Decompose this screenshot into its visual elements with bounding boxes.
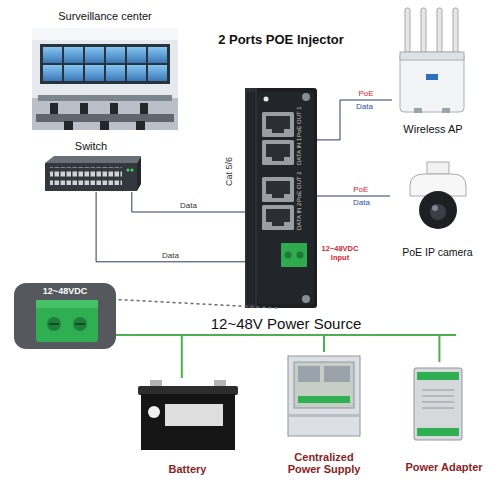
power-adapter: Power Adapter bbox=[398, 362, 490, 474]
power-supply: Centralized Power Supply bbox=[278, 352, 370, 476]
connector bbox=[132, 192, 245, 212]
connector bbox=[96, 192, 245, 262]
edge-label: PoE bbox=[353, 186, 368, 194]
node-label: Wireless AP bbox=[392, 123, 474, 136]
node-text-holder: Battery bbox=[130, 463, 245, 476]
power-source-band: 12~48V Power Source bbox=[116, 314, 456, 336]
node-text-holder: 2 Ports POE Injector bbox=[218, 33, 344, 48]
node-label: Centralized Power Supply bbox=[278, 451, 370, 476]
surveillance-center: Surveillance center bbox=[30, 10, 180, 132]
node-text-holder: Centralized Power Supply bbox=[278, 451, 370, 476]
control-room-photo bbox=[32, 28, 178, 130]
power-adapter-illustration bbox=[414, 368, 462, 440]
connector bbox=[317, 100, 392, 140]
node-label: Switch bbox=[40, 140, 142, 153]
power-supply-illustration bbox=[288, 356, 360, 436]
poe-injector: 2 Ports POE Injector bbox=[245, 88, 317, 308]
vertical-label: DATA IN 2 bbox=[296, 203, 302, 230]
edge-label: Data bbox=[162, 252, 179, 260]
camera-illustration bbox=[410, 162, 466, 229]
node-label: 12~48V Power Source bbox=[116, 315, 456, 332]
connector bbox=[438, 336, 440, 362]
wireless-ap: Wireless AP bbox=[392, 6, 474, 136]
terminal-zoom: 12~48VDC bbox=[14, 283, 116, 349]
node-label: Battery bbox=[130, 463, 245, 476]
text-label: Data bbox=[353, 199, 370, 207]
node-text-holder: PoE IP camera bbox=[390, 246, 485, 258]
node-text-holder: Power Adapter bbox=[398, 461, 490, 474]
node-label: 2 Ports POE Injector bbox=[218, 33, 344, 48]
vertical-label: DATA IN 1 bbox=[296, 138, 302, 165]
vertical-label: PoE OUT 1 bbox=[296, 106, 302, 137]
edge-label: Data bbox=[180, 202, 197, 210]
switch-device: Switch bbox=[40, 140, 142, 192]
node-text-holder: 12~48VDC bbox=[14, 286, 116, 296]
terminal-zoom-illustration bbox=[14, 283, 116, 349]
connector bbox=[323, 336, 325, 352]
node-text-holder: Surveillance center bbox=[30, 10, 180, 23]
vertical-label: Cat 5/6 bbox=[225, 157, 234, 186]
battery: Battery bbox=[130, 378, 245, 476]
battery-illustration bbox=[138, 380, 238, 450]
connector bbox=[116, 300, 277, 309]
vertical-label: PoE OUT 2 bbox=[296, 171, 302, 202]
text-label: Data bbox=[356, 103, 373, 111]
node-text-holder: 12~48V Power Source bbox=[116, 314, 456, 334]
edge-label: PoE bbox=[358, 90, 373, 98]
connector bbox=[317, 196, 390, 197]
injector-illustration bbox=[245, 88, 317, 308]
node-label: Surveillance center bbox=[30, 10, 180, 23]
node-label: 12~48VDC bbox=[14, 286, 116, 296]
node-label: Power Adapter bbox=[398, 461, 490, 474]
node-label: PoE IP camera bbox=[390, 246, 485, 258]
node-text-holder: Wireless AP bbox=[392, 123, 474, 136]
node-text-holder: Switch bbox=[40, 140, 142, 153]
connector bbox=[181, 336, 183, 378]
text-label: 12~48VDC Input bbox=[318, 245, 362, 262]
wireless-ap-illustration bbox=[400, 8, 464, 113]
switch-illustration bbox=[45, 156, 141, 191]
ip-camera: PoE IP camera bbox=[390, 160, 485, 258]
